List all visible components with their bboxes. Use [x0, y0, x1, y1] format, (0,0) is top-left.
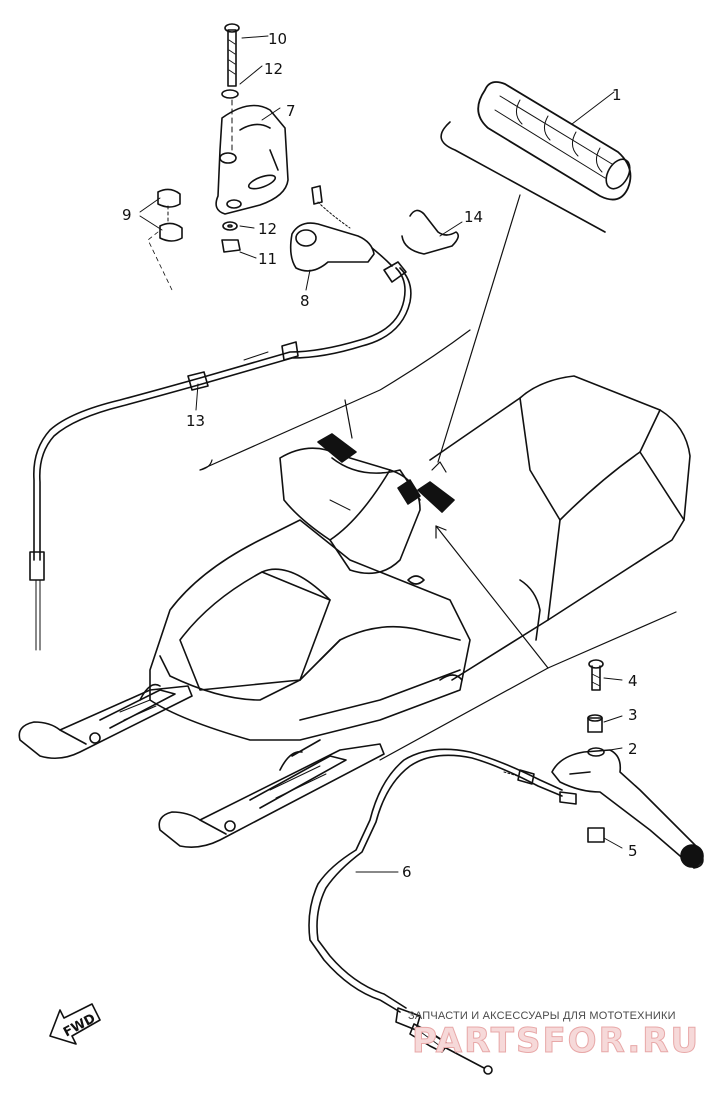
watermark-brand: PARTSFOR.RU	[412, 1021, 700, 1061]
callout-5: 5	[628, 842, 638, 860]
callout-10: 10	[268, 30, 287, 48]
snowmobile-body	[149, 375, 691, 741]
throttle-housing-part-8	[289, 185, 393, 272]
bolt-part-4	[588, 659, 604, 691]
nut-part-5	[587, 827, 605, 843]
callout-6: 6	[402, 863, 412, 881]
brake-cable-part-6	[308, 748, 577, 1075]
rubber-dampers-part-9	[147, 188, 183, 291]
fwd-label: FWD	[61, 1011, 98, 1040]
throttle-cable-part-13	[29, 261, 412, 651]
callout-4: 4	[628, 672, 638, 690]
callout-numbers: 1 10 12 7 9 12 11 14 8 13 4 3 2 5 6	[122, 30, 638, 881]
callout-9: 9	[122, 206, 132, 224]
callout-14: 14	[464, 208, 483, 226]
callout-12-bottom: 12	[258, 220, 277, 238]
cable-clip-part-14	[401, 209, 460, 255]
ski-left	[18, 683, 193, 760]
watermark: ЗАПЧАСТИ И АКСЕССУАРЫ ДЛЯ МОТОТЕХНИКИ PA…	[408, 1010, 700, 1062]
bracket-assembly-part-7	[215, 23, 289, 215]
grip-part-1	[440, 81, 632, 233]
callout-12-top: 12	[264, 60, 283, 78]
handlebar-grips	[317, 433, 455, 513]
callout-2: 2	[628, 740, 638, 758]
leader-lines	[199, 194, 677, 761]
callout-11: 11	[258, 250, 277, 268]
fwd-direction-arrow	[49, 1003, 101, 1045]
watermark-caption: ЗАПЧАСТИ И АКСЕССУАРЫ ДЛЯ МОТОТЕХНИКИ	[408, 1010, 676, 1022]
brake-lever-part-2	[551, 747, 704, 869]
callout-13: 13	[186, 412, 205, 430]
callout-3: 3	[628, 706, 638, 724]
callout-leaders	[139, 35, 623, 873]
collar-part-3	[587, 714, 603, 733]
callout-1: 1	[612, 86, 622, 104]
callout-7: 7	[286, 102, 296, 120]
callout-8: 8	[300, 292, 310, 310]
ski-right	[158, 739, 385, 848]
nut-part-11	[221, 239, 241, 253]
washer-part-12	[222, 221, 238, 231]
